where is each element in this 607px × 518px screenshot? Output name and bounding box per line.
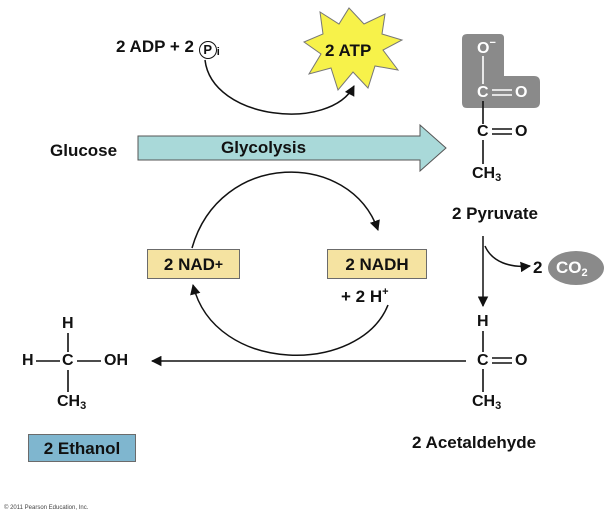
ethanol-carbon: C <box>62 352 74 369</box>
protons-label: + 2 H+ <box>341 286 389 306</box>
adp-text: 2 ADP + 2 <box>116 37 194 56</box>
pyruvate-carboxyl-oxygen: O <box>515 84 528 101</box>
nad-to-nadh-arrow <box>191 171 380 249</box>
phosphate-subscript: i <box>216 46 220 58</box>
acetaldehyde-carbon: C <box>477 352 489 369</box>
acetaldehyde-oxygen: O <box>515 352 528 369</box>
atp-burst-shape <box>302 7 404 92</box>
protons-charge: + <box>382 286 389 298</box>
co2-blob <box>548 251 604 285</box>
ethanol-box: 2 Ethanol <box>28 434 136 462</box>
atp-label: 2 ATP <box>325 41 372 60</box>
glycolysis-arrow-shape <box>137 123 447 173</box>
co2-label: CO2 <box>556 259 588 279</box>
pyruvate-carbonyl-carbon: C <box>477 123 489 140</box>
acetaldehyde-label: 2 Acetaldehyde <box>412 433 537 452</box>
acetaldehyde-methyl: CH3 <box>472 393 502 412</box>
carboxyl-group-highlight <box>462 34 540 108</box>
pyruvate-methyl: CH3 <box>472 165 502 184</box>
ethanol-hydroxyl: OH <box>104 352 128 369</box>
ethanol-left-hydrogen: H <box>22 352 34 369</box>
co2-release-arrow <box>484 245 532 273</box>
co2-subscript: 2 <box>581 267 588 279</box>
co2-text: CO <box>556 258 582 277</box>
glycolysis-label: Glycolysis <box>221 138 307 157</box>
nadh-box: 2 NADH <box>327 249 427 279</box>
phosphate-symbol: P <box>198 40 217 59</box>
adp-to-atp-arrow <box>204 59 355 115</box>
nad-charge: + <box>214 256 224 272</box>
ethanol-top-hydrogen: H <box>62 315 74 332</box>
acetaldehyde-hydrogen: H <box>477 313 489 330</box>
pyruvate-carboxyl-carbon: C <box>477 84 489 101</box>
pyruvate-oxygen-negative: O− <box>477 37 496 57</box>
protons-text: + 2 H <box>341 287 383 306</box>
nad-box: 2 NAD+ <box>147 249 240 279</box>
nad-text: 2 NAD <box>163 254 215 274</box>
ethanol-methyl: CH3 <box>57 393 87 412</box>
copyright-notice: © 2011 Pearson Education, Inc. <box>4 505 89 511</box>
pyruvate-label: 2 Pyruvate <box>452 204 538 223</box>
co2-coefficient: 2 <box>533 258 543 277</box>
glucose-label: Glucose <box>50 141 118 160</box>
pyruvate-carbonyl-oxygen: O <box>515 123 528 140</box>
nadh-to-nad-arrow <box>190 283 389 356</box>
